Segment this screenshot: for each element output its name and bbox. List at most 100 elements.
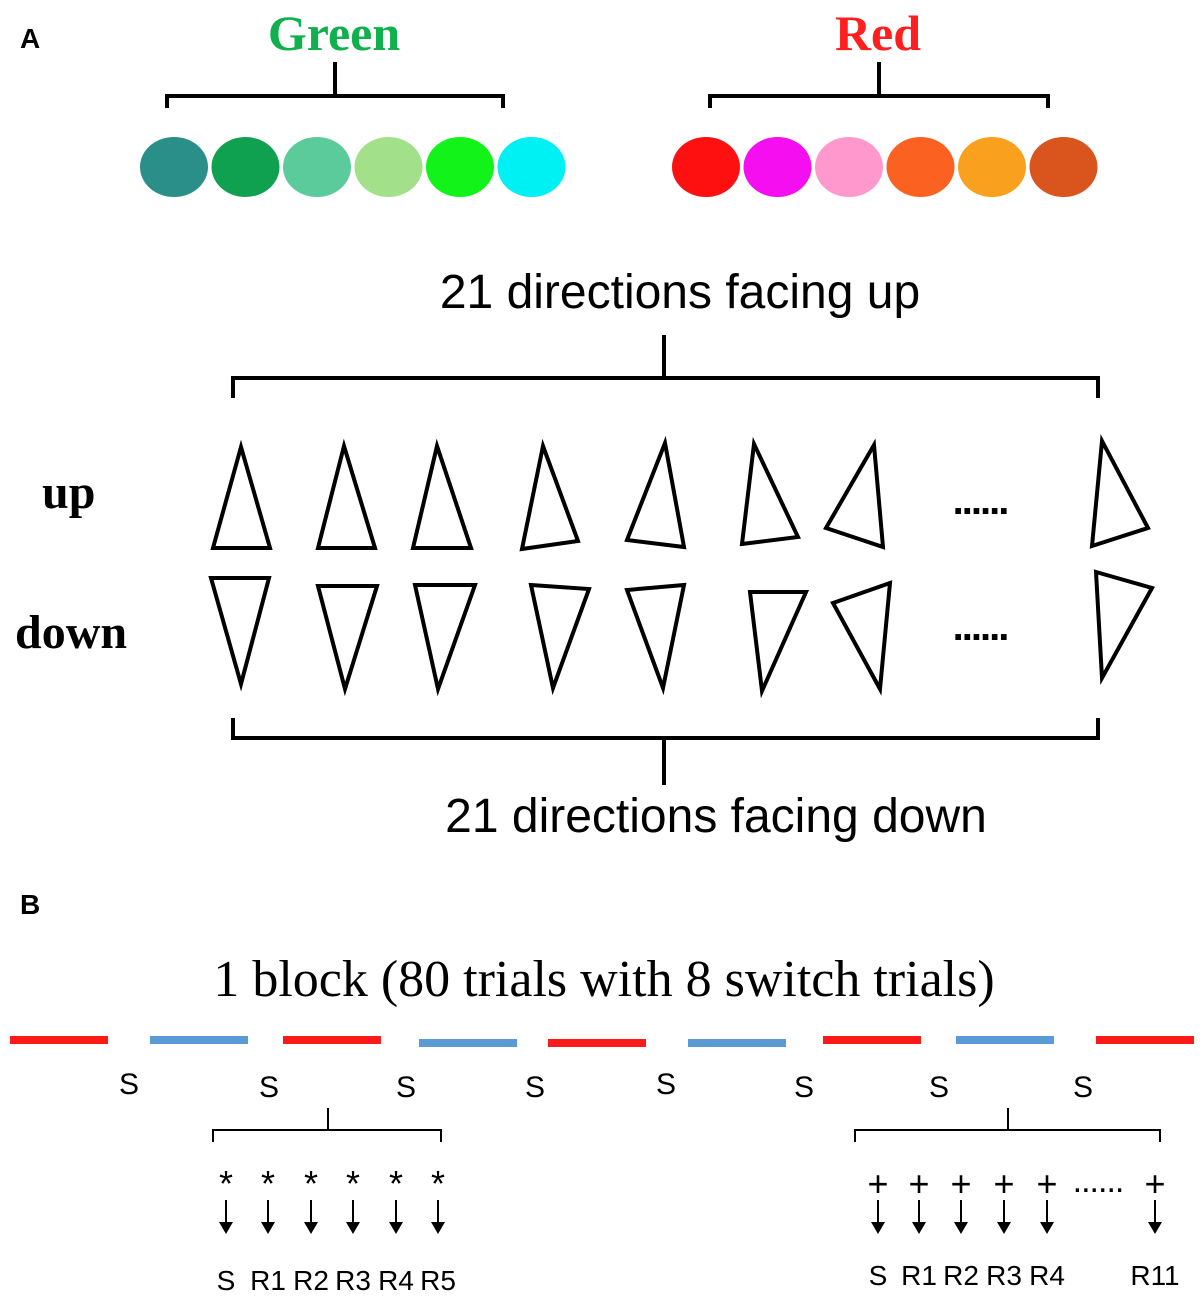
row-label-down: down bbox=[15, 606, 127, 659]
trial-label: R1 bbox=[901, 1260, 937, 1291]
switch-marker: S bbox=[929, 1071, 949, 1104]
block-title: 1 block (80 trials with 8 switch trials) bbox=[213, 951, 994, 1008]
trial-symbol: + bbox=[950, 1163, 971, 1204]
panel-b-label: B bbox=[20, 889, 40, 920]
trial-arrow-head bbox=[997, 1222, 1011, 1234]
color-swatch bbox=[815, 137, 883, 197]
red-swatch-row bbox=[672, 137, 1098, 197]
trial-arrow-head bbox=[912, 1222, 926, 1234]
down-directions-bracket bbox=[231, 718, 1100, 785]
left-detail-bracket bbox=[212, 1108, 442, 1142]
color-swatch bbox=[354, 137, 423, 197]
up-triangle bbox=[410, 438, 474, 550]
trial-symbol: * bbox=[219, 1163, 233, 1204]
trial-label: R11 bbox=[1130, 1260, 1179, 1291]
trial-arrow-head bbox=[431, 1222, 445, 1234]
color-swatch bbox=[426, 137, 494, 197]
trial-label: S bbox=[217, 1265, 236, 1296]
color-swatch bbox=[958, 137, 1026, 197]
switch-marker: S bbox=[656, 1068, 676, 1101]
color-swatch bbox=[743, 137, 812, 197]
color-swatch bbox=[672, 137, 740, 197]
down-triangle bbox=[412, 583, 478, 697]
trial-arrow-head bbox=[389, 1222, 403, 1234]
switch-marker: S bbox=[259, 1071, 279, 1104]
up-triangle bbox=[1089, 434, 1151, 549]
trial-label: R4 bbox=[378, 1265, 414, 1296]
down-directions-caption: 21 directions facing down bbox=[445, 790, 987, 843]
trial-symbol: * bbox=[261, 1163, 275, 1204]
trial-label: R4 bbox=[1029, 1260, 1065, 1291]
right-detail-sequence: ...... + S + R1 + R2 + R3 + R4 + R11 bbox=[867, 1162, 1179, 1291]
trial-symbol: + bbox=[867, 1163, 888, 1204]
green-group-title: Green bbox=[268, 5, 401, 61]
trial-label: R3 bbox=[335, 1265, 371, 1296]
trial-run-timeline bbox=[10, 1036, 1194, 1047]
up-triangle bbox=[519, 438, 581, 552]
trial-label: R3 bbox=[986, 1260, 1022, 1291]
trial-symbol: + bbox=[993, 1163, 1014, 1204]
trial-arrow-head bbox=[1040, 1222, 1054, 1234]
trial-symbol: * bbox=[431, 1163, 445, 1204]
up-triangle bbox=[739, 436, 801, 547]
up-directions-bracket bbox=[231, 335, 1100, 398]
trial-label: R2 bbox=[943, 1260, 979, 1291]
trial-label: R2 bbox=[293, 1265, 329, 1296]
red-color-group: Red bbox=[672, 5, 1098, 197]
color-swatch bbox=[886, 137, 955, 197]
down-triangle bbox=[208, 576, 272, 692]
up-triangle bbox=[624, 435, 687, 550]
switch-marker: S bbox=[1073, 1071, 1093, 1104]
switch-marker: S bbox=[396, 1071, 416, 1104]
trial-arrow-head bbox=[954, 1222, 968, 1234]
trial-label: R5 bbox=[420, 1265, 456, 1296]
trial-symbol: * bbox=[346, 1163, 360, 1204]
up-triangle bbox=[823, 438, 886, 550]
down-triangle-row: ...... bbox=[208, 569, 1155, 699]
trial-arrow-head bbox=[261, 1222, 275, 1234]
trial-label: S bbox=[869, 1260, 888, 1291]
down-row-ellipsis: ...... bbox=[953, 605, 1008, 649]
up-row-ellipsis: ...... bbox=[953, 479, 1008, 523]
up-directions-caption: 21 directions facing up bbox=[440, 266, 920, 319]
trial-label: R1 bbox=[250, 1265, 286, 1296]
color-swatch bbox=[140, 137, 208, 197]
panel-b: B 1 block (80 trials with 8 switch trial… bbox=[10, 889, 1194, 1296]
trial-arrow-head bbox=[346, 1222, 360, 1234]
down-triangle bbox=[624, 582, 687, 696]
down-triangle bbox=[830, 580, 893, 696]
trial-symbol: * bbox=[304, 1163, 318, 1204]
right-detail-ellipsis: ...... bbox=[1073, 1162, 1124, 1200]
down-triangle bbox=[747, 590, 810, 699]
right-detail-bracket bbox=[854, 1108, 1161, 1142]
trial-symbol: + bbox=[1144, 1163, 1165, 1204]
panel-a-label: A bbox=[20, 23, 40, 54]
down-triangle bbox=[1093, 569, 1155, 686]
trial-symbol: + bbox=[908, 1163, 929, 1204]
up-triangle bbox=[210, 439, 273, 550]
left-detail-sequence: * S * R1 * R2 * R3 * R4 * R5 bbox=[217, 1163, 456, 1296]
color-swatch bbox=[211, 137, 280, 197]
color-swatch bbox=[283, 137, 351, 197]
red-group-bracket bbox=[708, 62, 1050, 108]
down-triangle bbox=[315, 584, 380, 697]
trial-arrow-head bbox=[871, 1222, 885, 1234]
switch-markers: S S S S S S S S bbox=[119, 1068, 1093, 1104]
trial-symbol: * bbox=[389, 1163, 403, 1204]
trial-arrow-head bbox=[304, 1222, 318, 1234]
down-triangle bbox=[528, 582, 592, 696]
green-color-group: Green bbox=[140, 5, 566, 197]
row-label-up: up bbox=[42, 466, 95, 519]
color-swatch bbox=[497, 137, 566, 197]
trial-arrow-head bbox=[219, 1222, 233, 1234]
switch-marker: S bbox=[525, 1071, 545, 1104]
green-swatch-row bbox=[140, 137, 566, 197]
trial-symbol: + bbox=[1036, 1163, 1057, 1204]
up-triangle bbox=[315, 438, 378, 550]
trial-arrow-head bbox=[1148, 1222, 1162, 1234]
color-swatch bbox=[1029, 137, 1098, 197]
panel-a: A Green Red 21 directions facing up up d… bbox=[15, 5, 1155, 843]
switch-marker: S bbox=[119, 1068, 139, 1101]
red-group-title: Red bbox=[835, 5, 921, 61]
